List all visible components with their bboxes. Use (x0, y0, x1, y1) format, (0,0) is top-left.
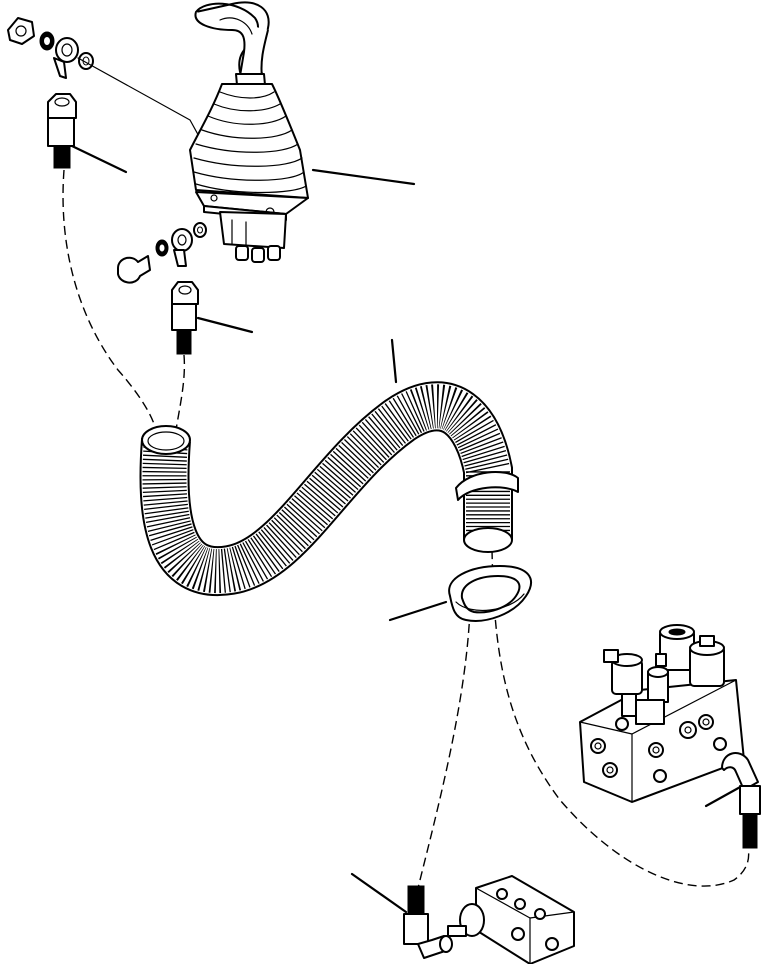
joystick-control-valve (189, 1, 309, 263)
banjo-bolt-icon-2 (117, 255, 151, 284)
banjo-fitting-icon (55, 37, 79, 63)
leader-bottom-hose-end (350, 872, 408, 914)
solenoid-coil-icon-3 (689, 635, 725, 687)
grommet (448, 565, 532, 622)
elbow-fitting-icon (721, 752, 759, 791)
banjo-bolt-icon (7, 17, 35, 45)
solenoid-coil-icon (603, 649, 643, 717)
manifold-icon (475, 875, 575, 964)
hose-route-to-right (491, 549, 750, 887)
valve-body-icon (219, 211, 287, 249)
hose-routes (62, 169, 750, 889)
hose-route-lower (175, 354, 186, 431)
port-fitting-icon (679, 721, 697, 739)
hose-route-to-bottom (417, 609, 471, 889)
solenoid-coil-icon-2 (655, 624, 695, 671)
clamp-band-icon (455, 471, 519, 501)
banjo-fitting-icon-2 (171, 228, 193, 252)
leader-grommet (388, 600, 448, 622)
lower-hose-fitting (171, 281, 199, 355)
right-hose-end (721, 752, 761, 849)
leader-upper-fitting (70, 144, 128, 174)
bottom-hose-end (403, 885, 453, 959)
leader-lines (70, 144, 744, 914)
upper-hose-fitting (47, 93, 77, 169)
leader-lower-fitting (196, 316, 254, 334)
leader-joystick (311, 168, 416, 186)
corrugated-protective-sleeve (139, 381, 519, 597)
solenoid-valve-block (579, 624, 761, 849)
upper-fitting-stack (7, 17, 213, 169)
sleeve-ribs (142, 384, 510, 594)
lower-fitting-stack (117, 222, 207, 355)
hose-route-upper (62, 169, 157, 431)
leader-sleeve (390, 338, 398, 384)
manifold-block (447, 875, 575, 964)
rubber-boot-icon (189, 83, 309, 199)
leader-right-hose-end (704, 784, 744, 808)
